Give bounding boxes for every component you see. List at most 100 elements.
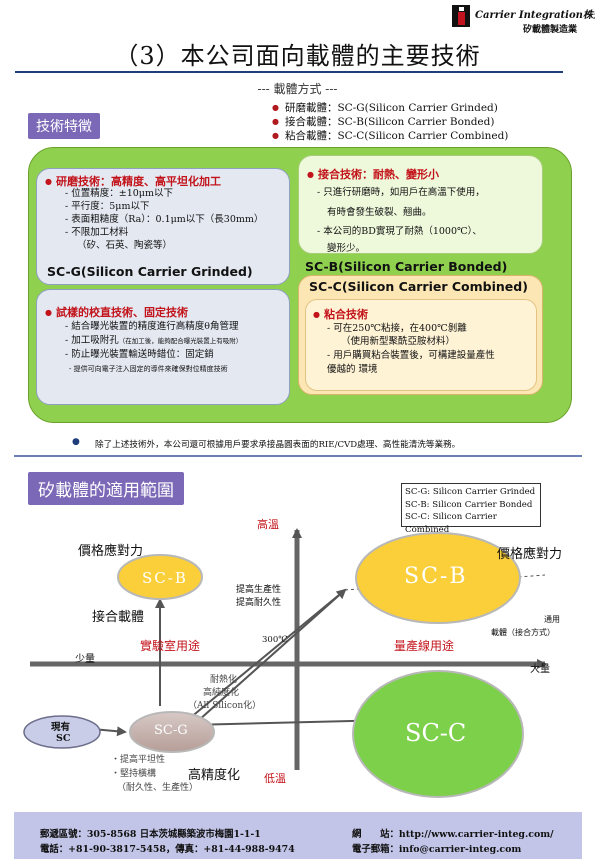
bonded-carrier-label: 接合載體 bbox=[92, 610, 145, 625]
alignment-line: - 加工吸附孔（在加工後，能夠配合曝光裝置上有吸附） bbox=[65, 334, 242, 348]
flatness-label: ・提高平坦性 bbox=[111, 755, 166, 765]
bonding-tech-box: ●接合技術：耐熱、變形小 - 只進行研磨時，如用戶在高溫下使用， 有時會發生破裂… bbox=[298, 155, 543, 254]
bonding-line: - 本公司的BD實現了耐熱（1000℃）、 bbox=[317, 226, 482, 237]
carrier-method-label: 研磨載體：SC-G(Silicon Carrier Grinded) bbox=[284, 102, 498, 114]
grinding-line: - 不限加工材料 bbox=[65, 227, 129, 238]
productivity-label: 提高生產性 bbox=[236, 585, 282, 595]
legend-item: SC-C: Silicon Carrier Combined bbox=[405, 512, 497, 535]
grinding-line: - 位置精度：±10μm以下 bbox=[65, 188, 173, 199]
low-temp-label: 低溫 bbox=[264, 772, 286, 785]
title-divider bbox=[15, 71, 563, 73]
carrier-method-item: ● 粘合載體：SC-C(Silicon Carrier Combined) bbox=[272, 128, 508, 143]
adhesive-line: 優越的 環境 bbox=[327, 364, 378, 375]
grinding-line: （矽、石英、陶瓷等） bbox=[77, 240, 173, 251]
existing-sc-ellipse bbox=[23, 715, 101, 749]
durability-productivity-label: （耐久性、生產性） bbox=[117, 783, 199, 793]
bullet-icon: ● bbox=[72, 437, 80, 447]
scope-diagram bbox=[23, 528, 547, 798]
scc-label: SC-C bbox=[405, 719, 467, 747]
bonding-line: 有時會發生破裂、翹曲。 bbox=[327, 207, 432, 218]
bullet-icon: ● bbox=[272, 103, 279, 112]
alignment-line-note: （在加工後，能夠配合曝光裝置上有吸附） bbox=[118, 337, 243, 345]
footer: 郵遞區號：305-8568 日本茨城縣築波市梅園1-1-1 網 站：http:/… bbox=[14, 812, 582, 859]
sc-g-name: SC-G(Silicon Carrier Grinded) bbox=[47, 264, 253, 279]
heat-resistance-label: 耐熱化 bbox=[210, 675, 238, 685]
section-divider bbox=[14, 455, 582, 457]
adhesive-line: - 用戶購買粘合裝置後，可構建設量產性 bbox=[327, 350, 495, 361]
price-label-right: 價格應對力 bbox=[497, 547, 563, 562]
page-title: （3）本公司面向載體的主要技術 bbox=[114, 42, 481, 70]
alignment-line: - 結合曝光裝置的精度進行高精度θ角管理 bbox=[65, 321, 239, 332]
carrier-method-item: ● 研磨載體：SC-G(Silicon Carrier Grinded) bbox=[272, 100, 498, 115]
existing-sc-label: SC bbox=[56, 733, 71, 744]
legend-item: SC-B: Silicon Carrier Bonded bbox=[405, 499, 533, 510]
all-silicon-label: （All Silicon化） bbox=[188, 701, 262, 711]
scg-label: SC-G bbox=[154, 723, 188, 738]
tech-features-label: 技術特徵 bbox=[28, 113, 100, 139]
adhesive-inner-box bbox=[305, 299, 537, 391]
durability-label: 提高耐久性 bbox=[236, 598, 282, 608]
bonding-line: - 只進行研磨時，如用戶在高溫下使用， bbox=[317, 187, 485, 198]
alignment-line: - 防止曝光裝置輸送時錯位：固定銷 bbox=[65, 349, 214, 360]
carrier-methods-heading: --- 載體方式 --- bbox=[257, 82, 338, 96]
legend-item: SC-G: Silicon Carrier Grinded bbox=[405, 487, 536, 497]
footer-phone: 電話：+81-90-3817-5458，傳真：+81-44-988-9474 bbox=[40, 844, 295, 855]
scc-ellipse bbox=[352, 670, 524, 798]
grinding-line: - 表面粗糙度（Ra）：0.1μm以下（長30mm） bbox=[65, 214, 264, 225]
alignment-line: - 提供可向電子注入固定的導件來確保對位精度技術 bbox=[69, 365, 228, 373]
grinding-tech-box: ●研磨技術：高精度、高平坦化加工 - 位置精度：±10μm以下 - 平行度：5μ… bbox=[36, 168, 290, 285]
legend-box: SC-G: Silicon Carrier Grinded SC-B: Sili… bbox=[401, 483, 541, 535]
many-label: 大量 bbox=[530, 664, 550, 675]
adhesive-tech-title: ●粘合技術 bbox=[313, 306, 368, 322]
grinding-tech-title-text: 研磨技術：高精度、高平坦化加工 bbox=[55, 175, 221, 188]
bullet-icon: ● bbox=[45, 176, 52, 186]
adhesive-line: （使用新型聚酰亞胺材料） bbox=[341, 336, 456, 347]
high-temp-label: 高溫 bbox=[257, 518, 279, 531]
general-carrier-label: 載體（接合方式） bbox=[491, 628, 555, 637]
price-label-left: 價格應對力 bbox=[78, 544, 144, 559]
company-subtitle: 矽載體製造業 bbox=[523, 25, 578, 35]
adhesive-tech-title-text: 粘合技術 bbox=[323, 308, 368, 321]
alignment-line-text: - 加工吸附孔 bbox=[65, 335, 119, 346]
scg-ellipse bbox=[129, 711, 215, 753]
lab-use-label: 實驗室用途 bbox=[140, 639, 201, 653]
scb-large-label: SC-B bbox=[404, 564, 468, 589]
footer-postal: 郵遞區號：305-8568 日本茨城縣築波市梅園1-1-1 bbox=[40, 829, 261, 840]
adhesive-line: - 可在250℃粘接，在400℃剝離 bbox=[327, 323, 467, 334]
sc-c-name: SC-C(Silicon Carrier Combined) bbox=[309, 279, 528, 294]
existing-label: 現有 bbox=[51, 722, 71, 733]
scb-small-ellipse bbox=[117, 554, 203, 600]
bonding-tech-title: ●接合技術：耐熱、變形小 bbox=[307, 166, 439, 182]
general-label: 通用 bbox=[544, 615, 560, 624]
sc-b-name: SC-B(Silicon Carrier Bonded) bbox=[305, 259, 508, 274]
scb-large-ellipse bbox=[355, 532, 521, 624]
carrier-method-item: ● 接合載體：SC-B(Silicon Carrier Bonded) bbox=[272, 114, 494, 129]
precision-label: 高精度化 bbox=[188, 768, 241, 783]
bullet-icon: ● bbox=[272, 117, 279, 126]
carrier-method-label: 粘合載體：SC-C(Silicon Carrier Combined) bbox=[284, 130, 509, 142]
footer-email[interactable]: 電子郵箱：info@carrier-integ.com bbox=[352, 844, 522, 855]
carrier-method-label: 接合載體：SC-B(Silicon Carrier Bonded) bbox=[284, 116, 495, 128]
bonding-tech-title-text: 接合技術：耐熱、變形小 bbox=[317, 168, 439, 181]
note-text: 除了上述技術外，本公司還可根據用戶要求承接晶圓表面的RIE/CVD處理、高性能清… bbox=[95, 440, 461, 450]
company-logo bbox=[452, 5, 470, 27]
footer-website[interactable]: 網 站：http://www.carrier-integ.com/ bbox=[352, 829, 554, 840]
grinding-tech-title: ●研磨技術：高精度、高平坦化加工 bbox=[45, 173, 221, 189]
adhesive-tech-box: SC-C(Silicon Carrier Combined) ●粘合技術 - 可… bbox=[298, 275, 543, 395]
temp-300-label: 300℃ bbox=[262, 635, 288, 645]
bullet-icon: ● bbox=[272, 131, 279, 140]
arrow-scg-up bbox=[189, 589, 346, 719]
alignment-tech-title-text: 試樣的校直技術、固定技術 bbox=[55, 306, 188, 319]
bullet-icon: ● bbox=[313, 309, 320, 319]
company-name: Carrier Integration株式會社 bbox=[475, 10, 595, 21]
few-label: 少量 bbox=[75, 654, 95, 665]
bonding-line: 變形少。 bbox=[327, 243, 366, 254]
mass-use-label: 量產線用途 bbox=[394, 639, 455, 653]
purity-label: 高純度化 bbox=[203, 688, 240, 698]
rigidity-label: ・堅持橫構 bbox=[111, 769, 157, 779]
alignment-tech-box: ●試樣的校直技術、固定技術 - 結合曝光裝置的精度進行高精度θ角管理 - 加工吸… bbox=[36, 289, 290, 405]
grinding-line: - 平行度：5μm以下 bbox=[65, 201, 150, 212]
bullet-icon: ● bbox=[45, 307, 52, 317]
bullet-icon: ● bbox=[307, 169, 314, 179]
scope-label: 矽載體的適用範圍 bbox=[28, 472, 184, 505]
